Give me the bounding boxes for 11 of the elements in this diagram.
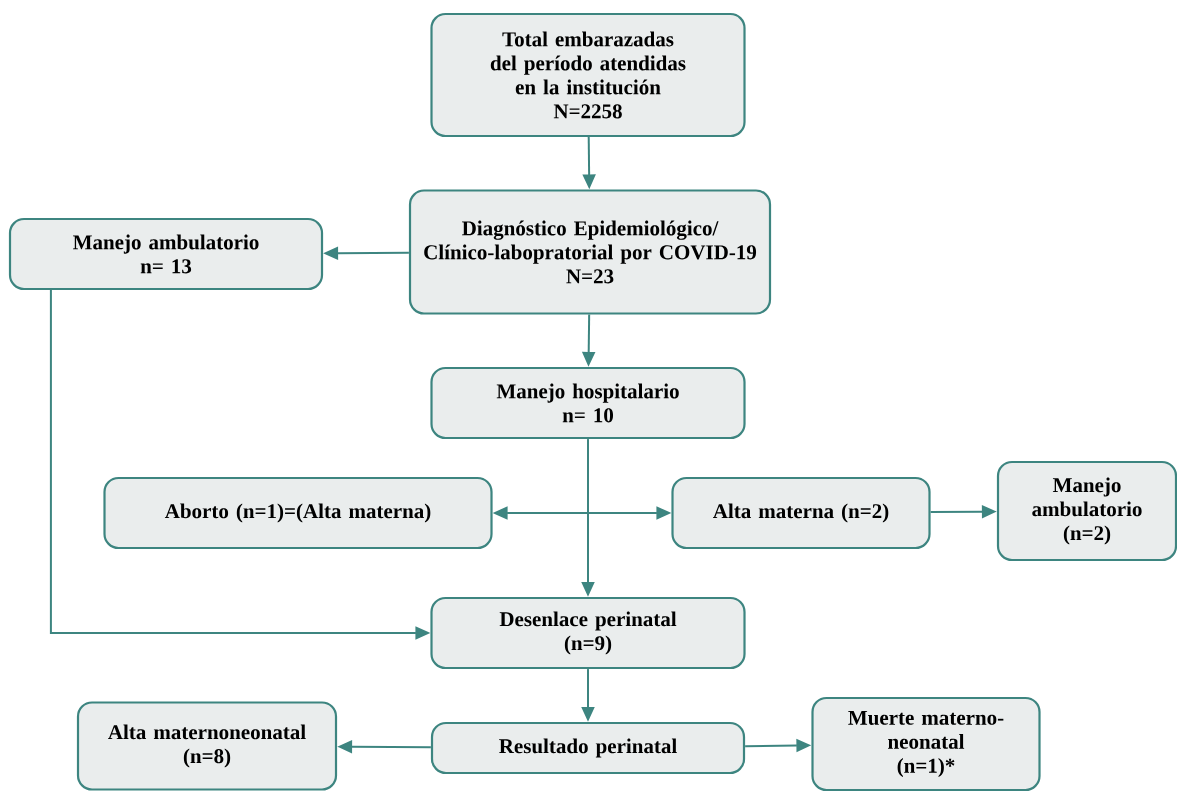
process-box: Desenlace perinatal (n=9) <box>430 596 746 670</box>
process-box: Total embarazadas del período atendidas en la institución N=2258 <box>430 12 746 138</box>
process-box: Manejo ambulatorio n= 13 <box>8 217 324 291</box>
process-box: Alta maternoneonatal (n=8) <box>76 701 338 791</box>
process-box: Alta materna (n=2) <box>671 476 931 550</box>
process-box: Resultado perinatal <box>430 721 746 775</box>
process-box: Muerte materno-neonatal (n=1)* <box>811 696 1041 792</box>
process-box: Aborto (n=1)=(Alta materna) <box>103 476 493 550</box>
process-box: Manejo hospitalario n= 10 <box>430 366 746 440</box>
process-box: Diagnóstico Epidemiológico/ Clínico-labopratorial por COVID-19 N=23 <box>408 189 772 315</box>
process-box: Manejo ambulatorio (n=2) <box>996 460 1177 562</box>
